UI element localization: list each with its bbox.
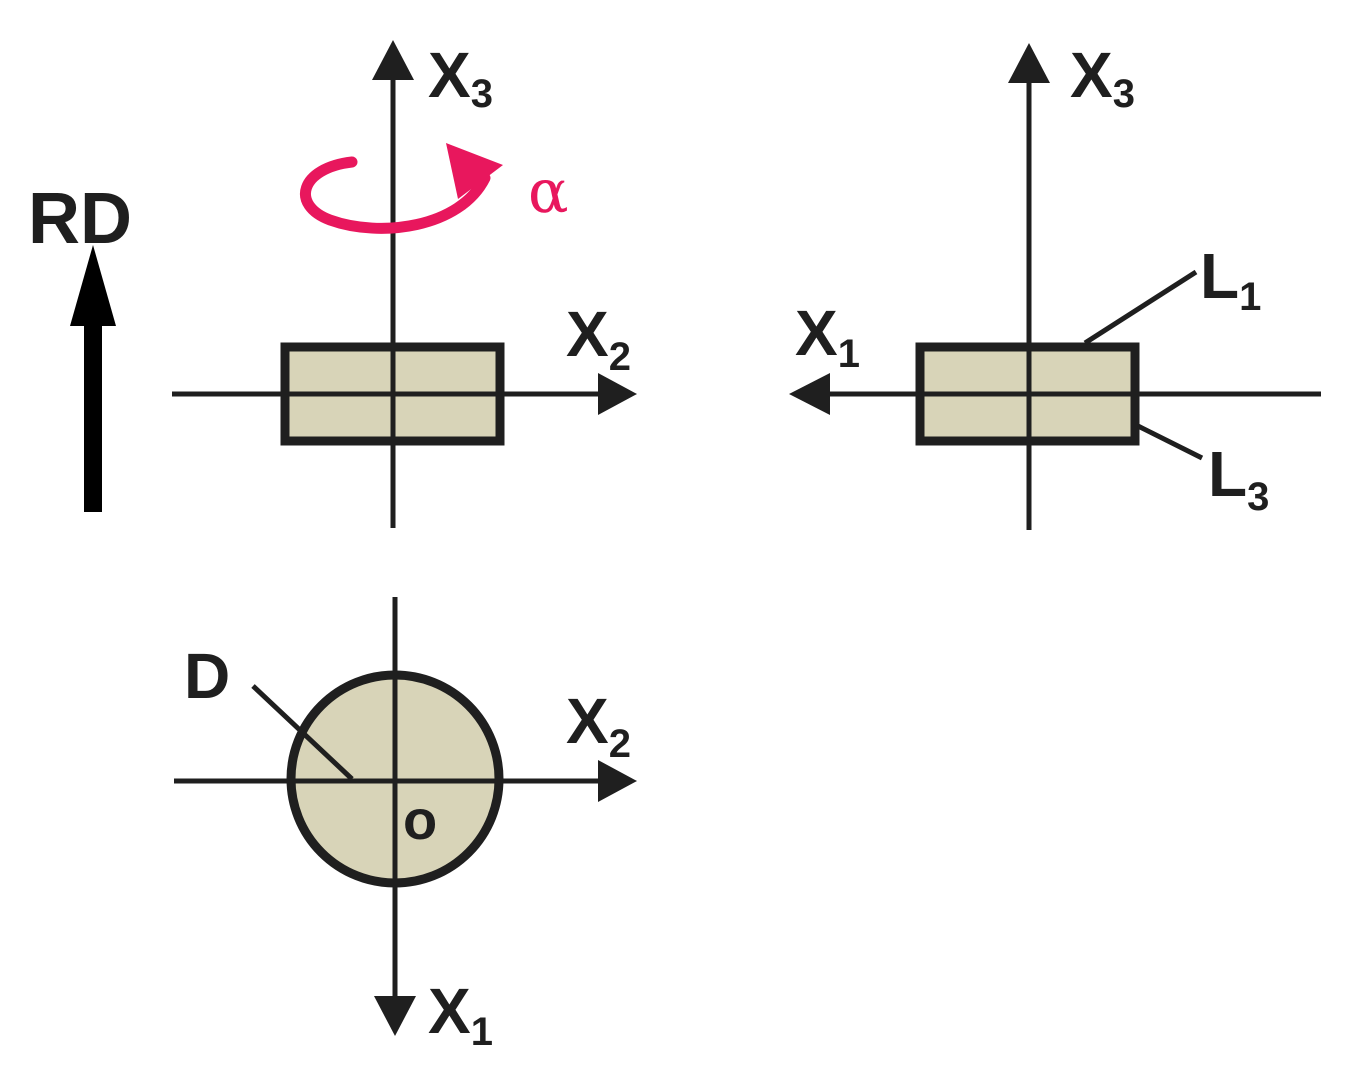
x3-label-left: X3	[428, 39, 493, 116]
x1-label-right: X1	[795, 297, 860, 376]
axis-x2-arrowhead	[598, 373, 637, 415]
l3-label: L3	[1208, 438, 1269, 519]
d-label: D	[184, 640, 230, 712]
axis-x3-arrowhead	[372, 40, 414, 80]
l3-leader-line	[1136, 423, 1204, 461]
alpha-label: α	[528, 157, 569, 227]
axis-x1-bottom-arrowhead	[374, 996, 416, 1036]
view-x2-x3	[172, 40, 637, 528]
rd-arrow	[70, 245, 116, 512]
x2-label-bottom: X2	[566, 685, 631, 766]
x2-label-top: X2	[566, 298, 631, 379]
view-x1-x3	[789, 43, 1321, 530]
o-label: o	[403, 788, 437, 851]
l1-leader-line	[1083, 269, 1198, 346]
d-leader-line	[251, 684, 354, 781]
x3-label-right: X3	[1070, 39, 1135, 116]
axis-x2-bottom-arrowhead	[598, 760, 637, 802]
axis-x3-right-arrowhead	[1008, 43, 1050, 83]
view-x1-x2	[174, 597, 637, 1036]
axis-x1-arrowhead	[789, 373, 830, 415]
rotation-alpha-arrow	[300, 143, 503, 234]
rd-label: RD	[28, 179, 132, 259]
l1-label: L1	[1200, 240, 1261, 319]
x1-label-bottom: X1	[428, 975, 493, 1054]
